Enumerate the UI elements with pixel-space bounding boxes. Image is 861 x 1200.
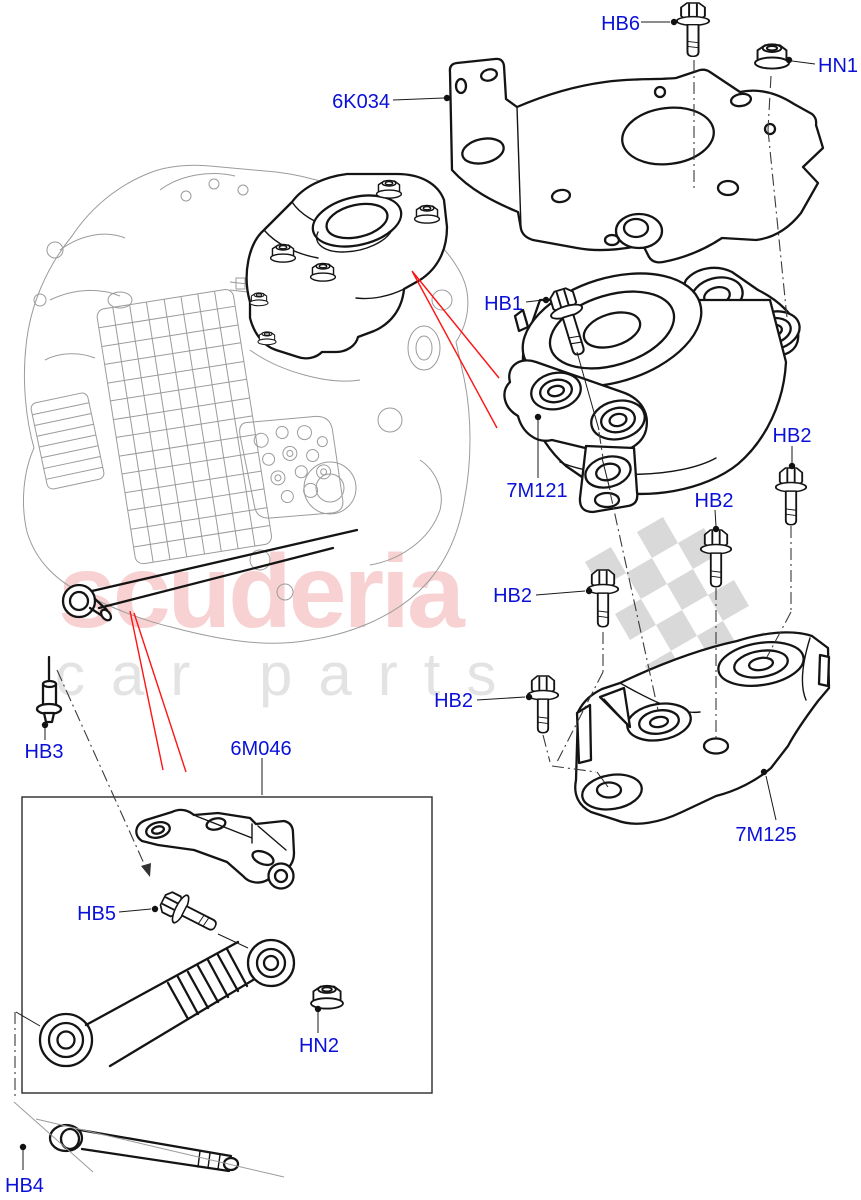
callout-hb5: HB5 xyxy=(77,903,116,925)
part-7m121-mount xyxy=(503,266,801,514)
callout-hn1: HN1 xyxy=(818,55,858,77)
kit-bracket xyxy=(135,808,296,890)
part-7m125-bracket xyxy=(574,631,831,825)
mount-nut xyxy=(269,243,297,263)
bolt-hb3 xyxy=(35,655,63,724)
mount-nut xyxy=(413,204,441,224)
damper-stud-installed xyxy=(61,528,359,622)
watermark-tagline-text: car parts xyxy=(55,641,522,708)
oil-cooler-grid xyxy=(96,289,273,565)
callout-leaders xyxy=(19,18,816,1170)
mount-bolt-head xyxy=(249,292,269,307)
assembly-centre-lines xyxy=(14,60,792,1100)
watermark-brand-text: scuderia xyxy=(58,534,466,650)
kit-box-outline xyxy=(21,796,433,1094)
nut-hn2 xyxy=(310,984,344,1010)
callout-hb4: HB4 xyxy=(5,1175,44,1197)
red-pointer-lines xyxy=(129,270,500,773)
part-6k034-bracket xyxy=(448,57,825,264)
kit-damper xyxy=(38,938,296,1068)
callout-hb2-left: HB2 xyxy=(493,585,532,607)
callout-hb6: HB6 xyxy=(601,13,640,35)
callout-hb3: HB3 xyxy=(25,741,64,763)
callout-6m046: 6M046 xyxy=(230,738,291,760)
bolt-hb2-lower xyxy=(526,675,560,734)
installed-mount-illustration xyxy=(245,172,449,360)
fin-block xyxy=(30,392,105,490)
callout-7m125: 7M125 xyxy=(735,824,796,846)
valve-body xyxy=(239,415,344,519)
callout-hb2-right: HB2 xyxy=(773,425,812,447)
fasteners xyxy=(13,2,808,1178)
mount-nut xyxy=(375,179,403,199)
callout-hb2-middle: HB2 xyxy=(695,490,734,512)
callout-hb1: HB1 xyxy=(484,293,523,315)
bolt-hb4 xyxy=(13,1101,285,1178)
bolt-hb5 xyxy=(155,885,223,941)
kit-6m046 xyxy=(21,796,433,1094)
callout-hb2-lower: HB2 xyxy=(434,690,473,712)
nut-hn1 xyxy=(754,43,790,70)
mount-nut xyxy=(309,262,337,282)
arrowhead xyxy=(141,863,151,877)
bolt-hb2-left xyxy=(586,569,620,628)
callout-7m121: 7M121 xyxy=(506,480,567,502)
callout-labels: HB6 HN1 6K034 HB1 7M121 HB2 HB2 HB2 HB2 … xyxy=(5,13,858,1197)
callout-6k034: 6K034 xyxy=(332,91,390,113)
bolt-hb6 xyxy=(675,2,711,58)
mount-bolt-head xyxy=(257,331,277,346)
callout-hn2: HN2 xyxy=(299,1035,339,1057)
bolt-hb2-right xyxy=(774,467,808,526)
